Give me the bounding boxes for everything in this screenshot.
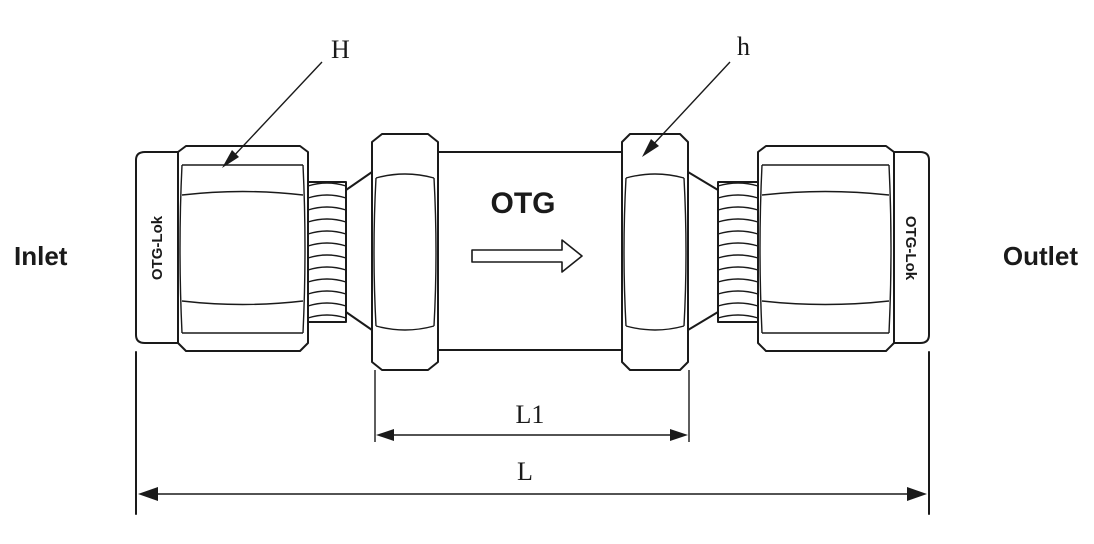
left-thread [307, 181, 347, 323]
inlet-label: Inlet [14, 241, 68, 271]
dimension-L-label: L [517, 457, 533, 486]
left-fitting [135, 145, 373, 352]
callout-h-label: h [737, 32, 750, 61]
brand-label: OTG [491, 187, 556, 220]
callout-H-arrowhead [222, 150, 239, 168]
dimension-L1-label: L1 [516, 400, 545, 429]
dimension-L1 [374, 370, 690, 442]
body-hex-small [621, 133, 689, 371]
right-fitting [687, 145, 930, 352]
callout-H-label: H [331, 35, 350, 64]
outlet-label: Outlet [1003, 241, 1078, 271]
callout-h-arrowhead [642, 139, 659, 157]
flow-arrow-icon [471, 239, 583, 273]
right-nut-stamp: OTG-Lok [902, 216, 919, 281]
body-hex-large [371, 133, 439, 371]
left-nut [177, 145, 309, 352]
right-thread [717, 181, 759, 323]
right-end-ring [893, 151, 930, 344]
right-nut [757, 145, 895, 352]
dimension-L [135, 351, 930, 515]
left-nut-stamp: OTG-Lok [149, 215, 166, 280]
